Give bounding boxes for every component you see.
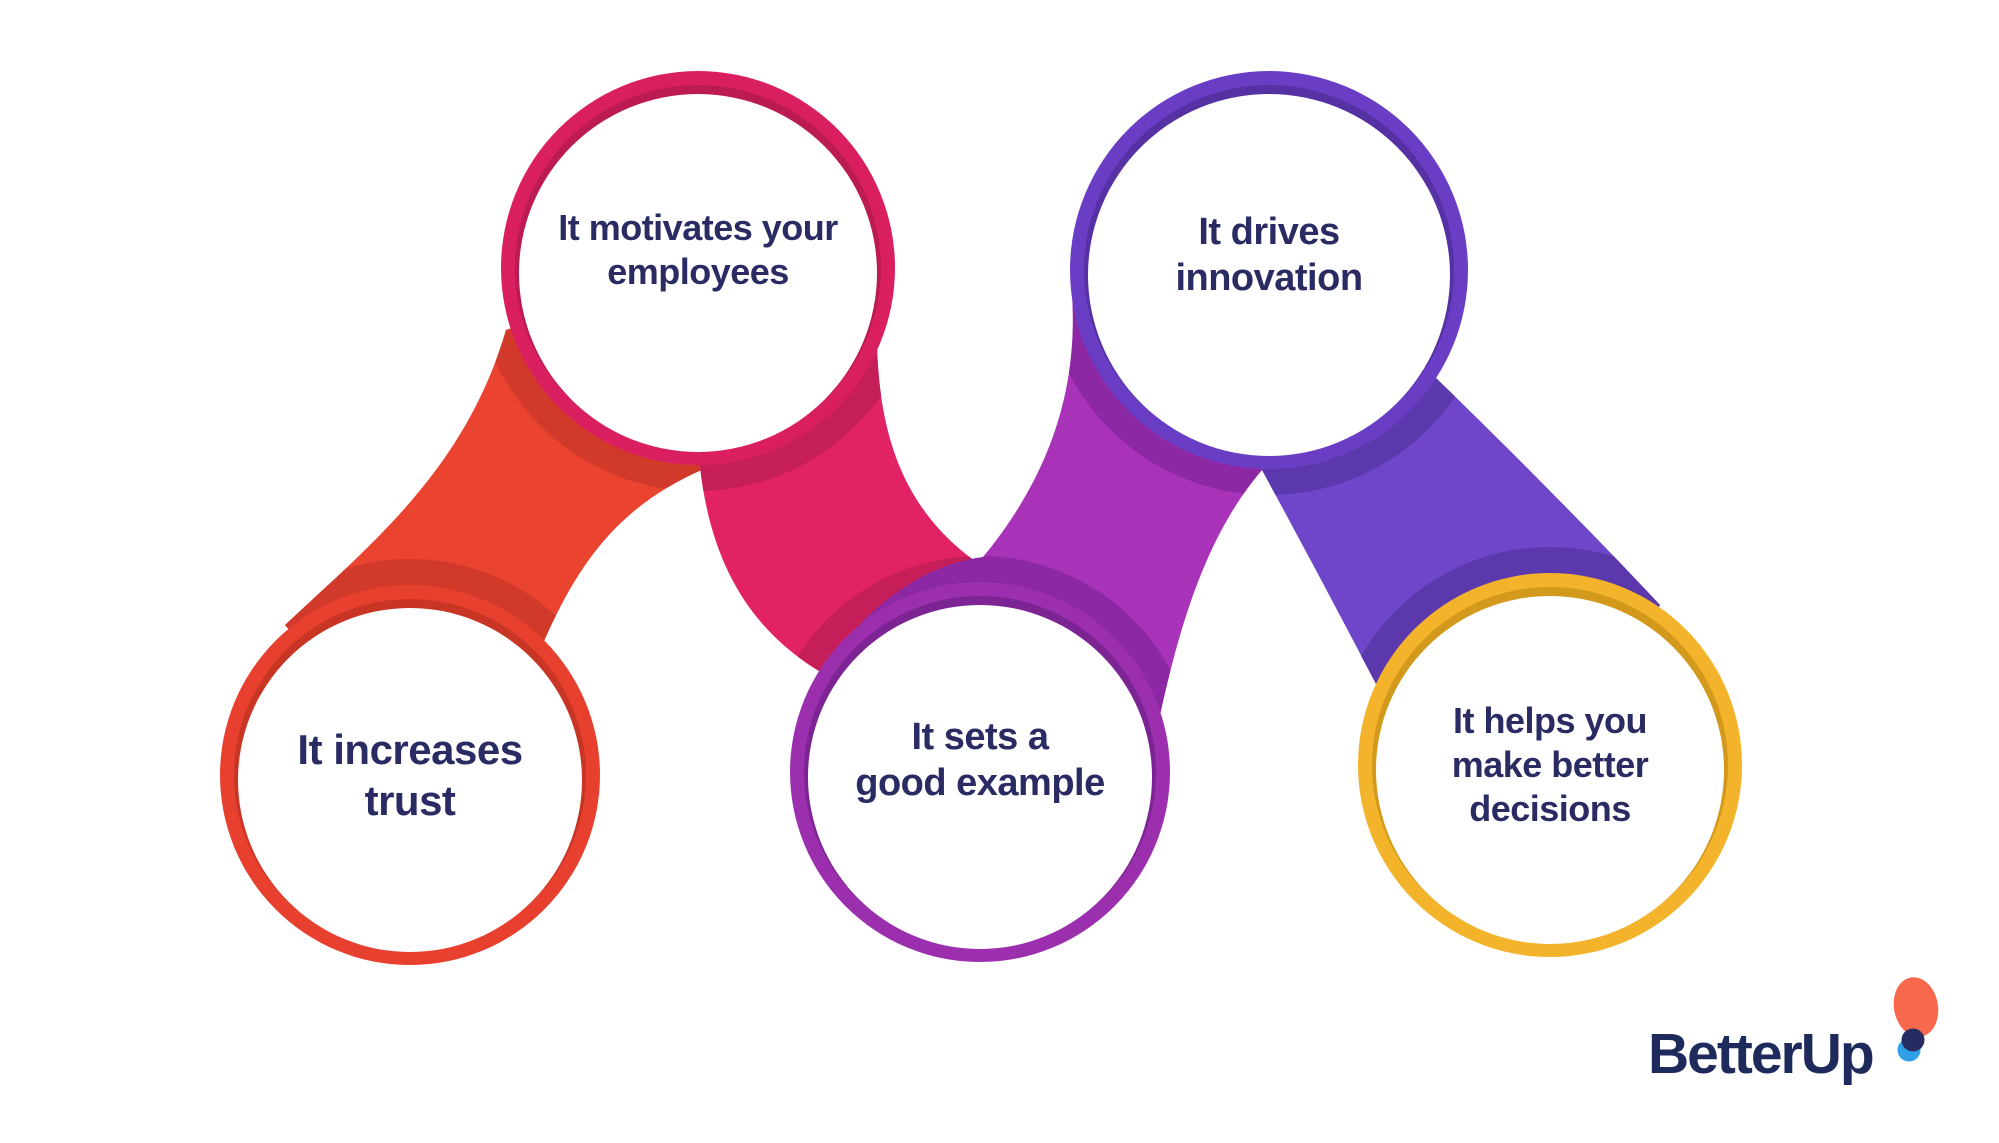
- betterup-logo-mark: [1893, 977, 1939, 1062]
- circle-motivates-employees: [501, 71, 895, 465]
- circle-drives-innovation: [1070, 71, 1468, 469]
- circle-sets-good-example: [790, 582, 1170, 962]
- ribbon-segment-violet-shadows: [1262, 270, 1660, 765]
- circle-increases-trust: [220, 585, 600, 965]
- circle-better-decisions: [1358, 573, 1742, 957]
- betterup-logo-wordmark: BetterUp: [1648, 1022, 1875, 1086]
- ribbon-segment-magenta-shadows: [862, 270, 1269, 772]
